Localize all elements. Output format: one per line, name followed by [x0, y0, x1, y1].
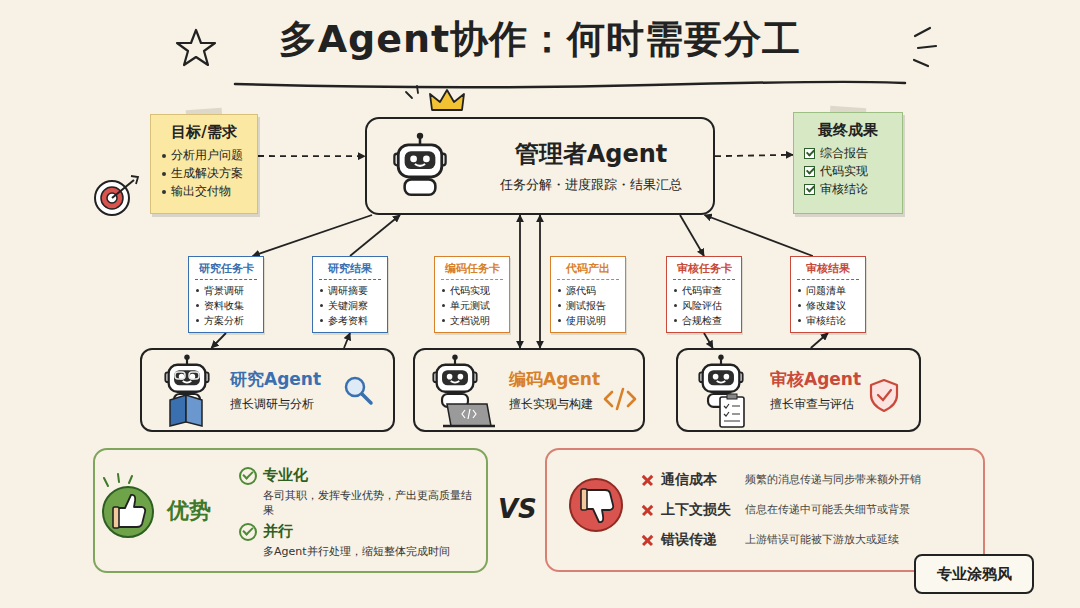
box-text: 参考资料	[319, 313, 381, 328]
box-text: 上游错误可能被下游放大或延续	[745, 533, 973, 547]
connector-arrow	[519, 215, 521, 348]
box-text: 并行	[239, 522, 476, 541]
pros-panel: 优势专业化各司其职，发挥专业优势，产出更高质量结果并行多Agent并行处理，缩短…	[93, 448, 488, 573]
style-stamp: 专业涂鸦风	[914, 554, 1034, 594]
connector-arrow	[704, 333, 713, 348]
connector-arrow	[539, 215, 541, 348]
agent-box: 编码Agent 擅长实现与构建	[413, 348, 645, 432]
connector-arrow	[344, 333, 350, 348]
box-heading: 编码Agent	[509, 368, 643, 391]
box-heading: 管理者Agent	[515, 138, 668, 170]
manager-box: 管理者Agent 任务分解・进度跟踪・结果汇总	[365, 117, 715, 215]
box-text: 信息在传递中可能丢失细节或背景	[745, 503, 973, 517]
connector-arrow	[258, 155, 365, 157]
box-text: 擅长调研与分析	[230, 396, 393, 413]
box-text: 方案分析	[195, 313, 257, 328]
box-text: 上下文损失	[639, 501, 731, 519]
box-heading: 目标/需求	[161, 123, 247, 142]
connector-arrow	[211, 333, 226, 348]
task-card: 研究结果调研摘要关键洞察参考资料	[312, 256, 388, 333]
box-text: 各司其职，发挥专业优势，产出更高质量结果	[239, 488, 476, 518]
task-card: 编码任务卡代码实现单元测试文档说明	[434, 256, 510, 333]
result-note: 最终成果综合报告代码实现审核结论	[793, 112, 903, 214]
box-text: 背景调研	[195, 283, 257, 298]
connector-arrow	[811, 333, 828, 348]
box-text: 代码实现	[441, 283, 503, 298]
box-text: 错误传递	[639, 531, 731, 549]
box-text: 合规检查	[673, 313, 735, 328]
vs-label: VS	[498, 494, 537, 524]
task-card: 研究任务卡背景调研资料收集方案分析	[188, 256, 264, 333]
box-text: 关键洞察	[319, 298, 381, 313]
box-heading: 编码任务卡	[441, 261, 503, 280]
task-card: 审核任务卡代码审查风险评估合规检查	[666, 256, 742, 333]
box-text: 审核结论	[797, 313, 859, 328]
task-card: 代码产出源代码测试报告使用说明	[550, 256, 626, 333]
box-heading: 研究结果	[319, 261, 381, 280]
box-heading: 审核任务卡	[673, 261, 735, 280]
box-text: 生成解决方案	[161, 164, 247, 182]
box-text: 审核结论	[804, 180, 892, 198]
connector-arrow	[253, 215, 372, 256]
box-text: 修改建议	[797, 298, 859, 313]
box-text: 资料收集	[195, 298, 257, 313]
box-text: 擅长实现与构建	[509, 396, 643, 413]
box-text: 测试报告	[557, 298, 619, 313]
box-text: 分析用户问题	[161, 146, 247, 164]
agent-box: 研究Agent 擅长调研与分析	[140, 348, 395, 432]
box-heading: 审核Agent	[770, 368, 919, 391]
box-text: 任务分解・进度跟踪・结果汇总	[500, 176, 682, 194]
box-text: 调研摘要	[319, 283, 381, 298]
box-heading: 研究Agent	[230, 368, 393, 391]
box-text: 频繁的消息传递与同步带来额外开销	[745, 473, 973, 487]
box-heading: 代码产出	[557, 261, 619, 280]
box-text: 风险评估	[673, 298, 735, 313]
task-card: 审核结果问题清单修改建议审核结论	[790, 256, 866, 333]
sticky-note: 目标/需求分析用户问题生成解决方案输出交付物	[150, 114, 258, 214]
box-heading: 最终成果	[804, 121, 892, 140]
box-heading: 优势	[167, 496, 239, 526]
box-text: 综合报告	[804, 144, 892, 162]
box-text: 使用说明	[557, 313, 619, 328]
box-heading: 审核结果	[797, 261, 859, 280]
box-heading: 研究任务卡	[195, 261, 257, 280]
agent-box: 审核Agent 擅长审查与评估	[676, 348, 921, 432]
box-text: 代码实现	[804, 162, 892, 180]
connector-arrow	[715, 155, 793, 156]
box-text: 代码审查	[673, 283, 735, 298]
box-text: 单元测试	[441, 298, 503, 313]
connector-arrow	[350, 215, 400, 256]
box-text: 专业化	[239, 466, 476, 485]
box-heading: 通信成本	[639, 471, 731, 489]
diagram-title: 多Agent协作：何时需要分工	[0, 14, 1080, 65]
connector-arrow	[680, 215, 704, 256]
box-text: 擅长审查与评估	[770, 396, 919, 413]
box-heading: 专业涂鸦风	[937, 565, 1012, 584]
connector-arrow	[705, 215, 813, 256]
box-text: 文档说明	[441, 313, 503, 328]
box-text: 多Agent并行处理，缩短整体完成时间	[239, 544, 476, 559]
box-text: 源代码	[557, 283, 619, 298]
box-text: 问题清单	[797, 283, 859, 298]
box-text: 输出交付物	[161, 182, 247, 200]
